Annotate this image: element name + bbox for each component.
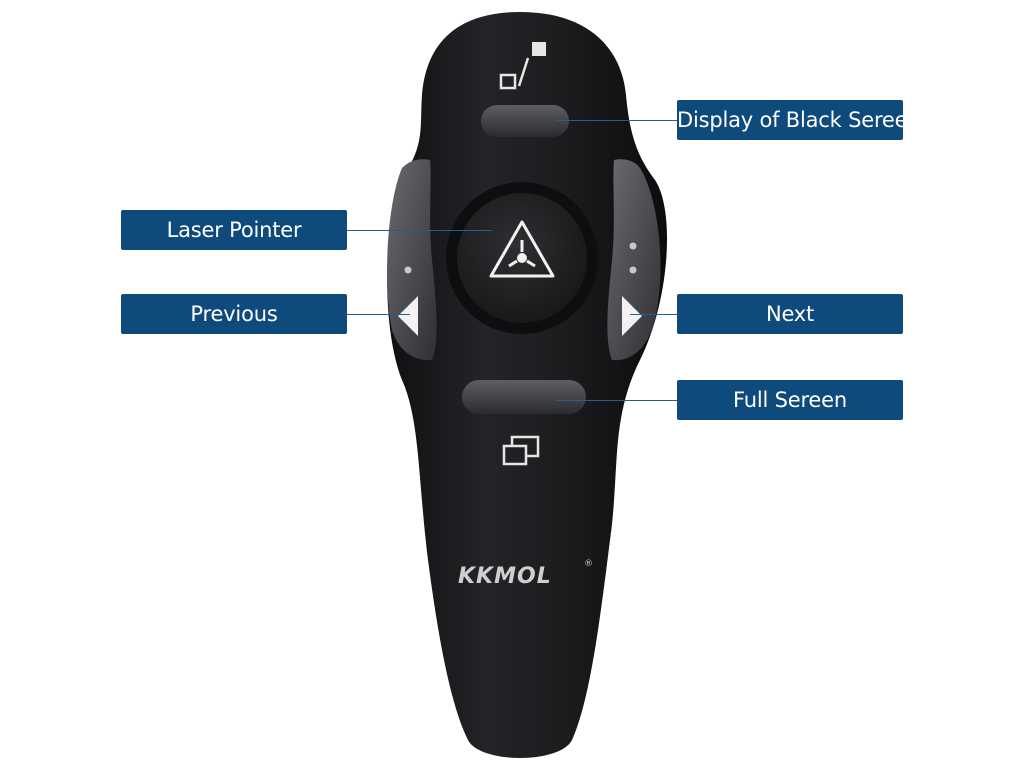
- right-side-grip: [607, 159, 661, 361]
- leader-laser-pointer: [346, 230, 492, 231]
- leader-next: [630, 314, 678, 315]
- brand-logo: KKMOL: [458, 564, 552, 589]
- leader-black-screen: [556, 120, 678, 121]
- left-side-grip: [387, 159, 437, 361]
- brand-logo-mark: ®: [584, 559, 593, 569]
- callout-full-screen: Full Sereen: [677, 380, 903, 420]
- full-screen-button[interactable]: [462, 380, 586, 414]
- leader-previous: [346, 314, 410, 315]
- black-screen-button[interactable]: [481, 105, 569, 137]
- callout-next: Next: [677, 294, 903, 334]
- callout-black-screen: Display of Black Sereen: [677, 100, 921, 140]
- laser-warning-icon: [489, 220, 555, 278]
- callout-previous: Previous: [121, 294, 347, 334]
- leader-full-screen: [556, 400, 678, 401]
- next-arrow-icon[interactable]: [622, 296, 642, 336]
- previous-arrow-icon[interactable]: [398, 296, 418, 336]
- callout-laser-pointer: Laser Pointer: [121, 210, 347, 250]
- full-screen-icon: [502, 435, 540, 466]
- black-screen-icon: [499, 57, 530, 90]
